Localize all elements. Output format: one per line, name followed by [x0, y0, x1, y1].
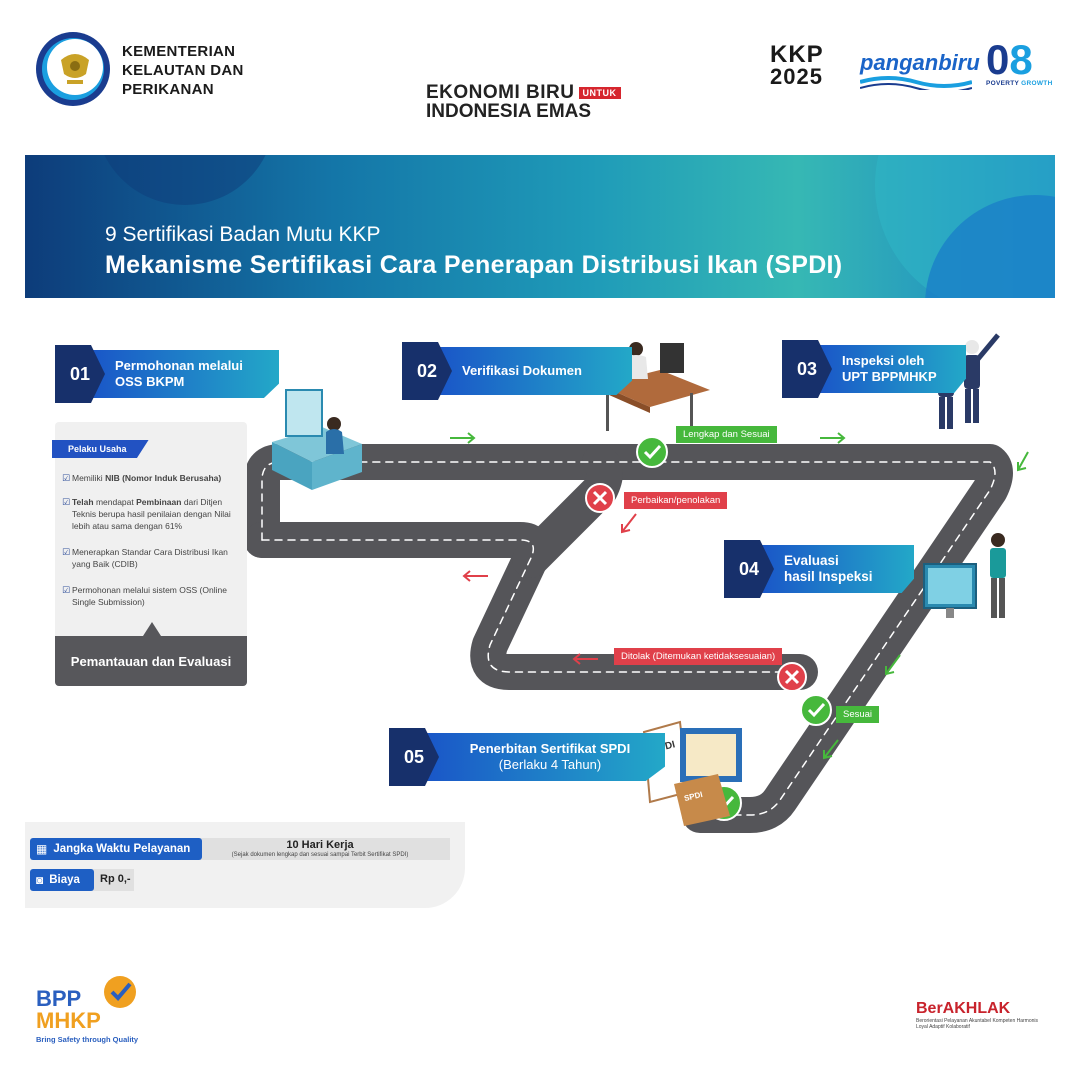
money-icon: ◙ [36, 873, 44, 887]
panel-notch [143, 622, 161, 636]
calendar-icon: ▦ [36, 842, 48, 856]
bpp-mhkp-logo: BPP MHKP Bring Safety through Quality [36, 986, 139, 1045]
step-label: Verifikasi Dokumen [438, 347, 632, 395]
kkp-logo [36, 32, 110, 106]
banner-subtitle: 9 Sertifikasi Badan Mutu KKP [105, 223, 381, 246]
evaluator-illustration [923, 533, 1006, 618]
zero8-logo: 08 POVERTY GROWTH [986, 36, 1053, 88]
criterion-item: ☑ Telah mendapat Pembinaan dari Ditjen T… [62, 497, 231, 531]
check-icon [800, 694, 832, 726]
service-info-box [25, 822, 465, 908]
bpp-check-icon [104, 976, 136, 1008]
checkbox-icon: ☑ [62, 473, 71, 483]
criterion-item: ☑ Permohonan melalui sistem OSS (Online … [62, 585, 227, 607]
jangka-value-box: 10 Hari Kerja (Sejak dokumen lengkap dan… [190, 838, 450, 860]
certificate-illustration [642, 720, 742, 826]
step-number: 03 [782, 340, 832, 398]
workstation-illustration [272, 389, 362, 490]
kkp2025-logo: KKP 2025 [770, 41, 824, 89]
sesuai-tag: Sesuai [836, 706, 880, 723]
check-icon [636, 436, 668, 468]
step-05: 05 Penerbitan Sertifikat SPDI(Berlaku 4 … [389, 728, 665, 786]
ministry-name: KEMENTERIAN KELAUTAN DAN PERIKANAN [122, 43, 244, 98]
wave-icon [860, 76, 972, 90]
criterion-item: ☑ Memiliki NIB (Nomor Induk Berusaha) [62, 473, 222, 483]
flow-arrows [450, 432, 1029, 760]
biaya-label: ◙Biaya [30, 869, 94, 891]
checkbox-icon: ☑ [62, 585, 71, 595]
cross-icon [777, 662, 807, 692]
pemantauan-evaluasi: Pemantauan dan Evaluasi [55, 636, 247, 686]
pelaku-usaha-tag: Pelaku Usaha [52, 440, 149, 458]
title-banner: 9 Sertifikasi Badan Mutu KKP Mekanisme S… [25, 155, 1055, 298]
jangka-value: 10 Hari Kerja [286, 839, 354, 851]
checkbox-icon: ☑ [62, 497, 71, 507]
berakhlak-logo: BerAKHLAK Berorientasi Pelayanan Akuntab… [916, 1000, 1039, 1030]
step-label: Penerbitan Sertifikat SPDI(Berlaku 4 Tah… [425, 733, 665, 781]
lengkap-dan-sesuai-tag: Lengkap dan Sesuai [676, 426, 777, 443]
checkbox-icon: ☑ [62, 547, 71, 557]
ditolak-tag: Ditolak (Ditemukan ketidaksesuaian) [614, 648, 783, 665]
criterion-item: ☑ Menerapkan Standar Cara Distribusi Ika… [62, 547, 228, 569]
panganbiru-logo: panganbiru [860, 50, 980, 75]
jangka-note: (Sejak dokumen lengkap dan sesuai sampai… [231, 852, 409, 858]
banner-title: Mekanisme Sertifikasi Cara Penerapan Dis… [105, 251, 843, 279]
perbaikan-penolakan-tag: Perbaikan/penolakan [624, 492, 728, 509]
cross-icon [585, 483, 615, 513]
jangka-waktu-label: ▦Jangka Waktu Pelayanan [30, 838, 202, 860]
banner-decor [104, 155, 1055, 298]
step-02: 02 Verifikasi Dokumen [402, 342, 632, 400]
biaya-value: Rp 0,- [100, 873, 131, 885]
